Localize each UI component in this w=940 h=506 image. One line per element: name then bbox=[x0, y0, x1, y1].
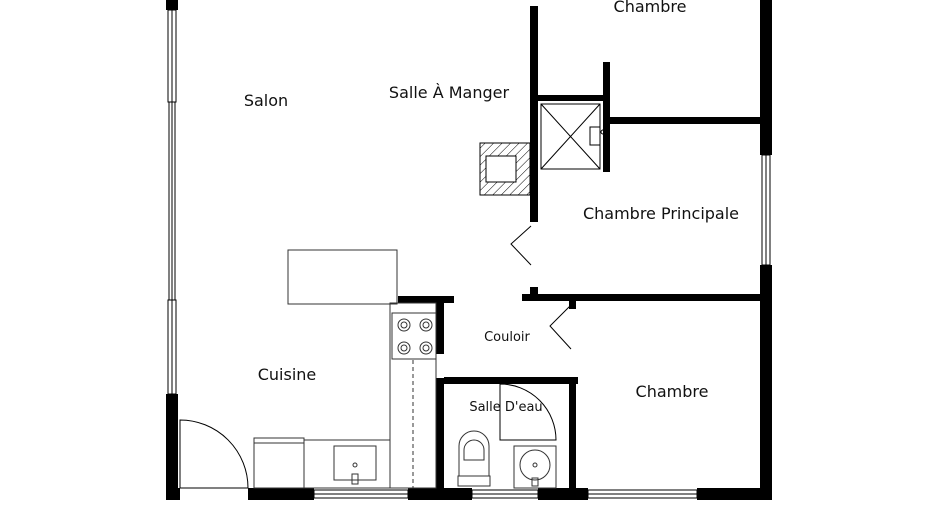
burner-1 bbox=[397, 318, 411, 332]
bath-sink bbox=[513, 445, 557, 489]
door-master bbox=[510, 225, 532, 266]
burner-3 bbox=[397, 341, 411, 355]
fridge bbox=[253, 437, 305, 489]
shower-tap bbox=[589, 126, 601, 146]
wall-master-top bbox=[610, 117, 760, 124]
toilet-tank bbox=[457, 475, 491, 487]
wall-left-bottom bbox=[166, 394, 178, 500]
label-salle-deau: Salle D'eau bbox=[469, 400, 542, 415]
wall-bedroom-left bbox=[569, 377, 576, 500]
wall-bath-left bbox=[436, 378, 444, 500]
wall-right-bottom bbox=[760, 265, 772, 500]
label-salon: Salon bbox=[244, 91, 288, 110]
label-couloir: Couloir bbox=[484, 330, 530, 345]
kitchen-bottom-counter bbox=[303, 439, 391, 489]
burner-4 bbox=[419, 341, 433, 355]
kitchen-fixtures bbox=[253, 249, 437, 489]
wall-bottom-5 bbox=[697, 488, 772, 500]
toilet-bowl bbox=[458, 430, 490, 477]
windows bbox=[167, 9, 771, 499]
wall-left-top bbox=[166, 0, 178, 10]
wall-right-top bbox=[760, 0, 772, 155]
wall-shower-top bbox=[538, 95, 606, 101]
door-bedroom bbox=[549, 304, 572, 350]
label-chambre-bottom: Chambre bbox=[636, 382, 709, 401]
wall-bedroom-left-top bbox=[569, 301, 576, 309]
wall-kitchen-right bbox=[436, 296, 444, 354]
fireplace bbox=[479, 142, 531, 196]
door-bath bbox=[499, 383, 557, 441]
wall-bottom-1 bbox=[166, 488, 180, 500]
doors bbox=[179, 225, 572, 489]
interior-walls bbox=[398, 6, 760, 500]
room-labels: Chambre Salon Salle À Manger Chambre Pri… bbox=[244, 0, 739, 415]
cooktop bbox=[391, 312, 437, 360]
wall-bath-top bbox=[444, 377, 578, 384]
shower-tray bbox=[540, 103, 606, 170]
wall-shower-right bbox=[603, 62, 610, 172]
label-cuisine: Cuisine bbox=[258, 365, 317, 384]
wall-stub-couloir bbox=[530, 287, 538, 301]
wall-dining-bedroom bbox=[530, 6, 538, 222]
wall-bottom-2 bbox=[248, 488, 314, 500]
door-entry bbox=[179, 419, 249, 489]
wall-kitchen-top bbox=[398, 296, 454, 303]
wall-bottom-4 bbox=[538, 488, 588, 500]
bath-fixtures bbox=[457, 430, 557, 489]
kitchen-sink bbox=[333, 445, 377, 481]
burner-2 bbox=[419, 318, 433, 332]
kitchen-island bbox=[287, 249, 398, 305]
exterior-walls bbox=[166, 0, 772, 500]
wall-master-bottom bbox=[522, 294, 760, 301]
label-chambre-principale: Chambre Principale bbox=[583, 204, 739, 223]
label-salle-a-manger: Salle À Manger bbox=[389, 83, 510, 102]
label-chambre-top: Chambre bbox=[614, 0, 687, 16]
